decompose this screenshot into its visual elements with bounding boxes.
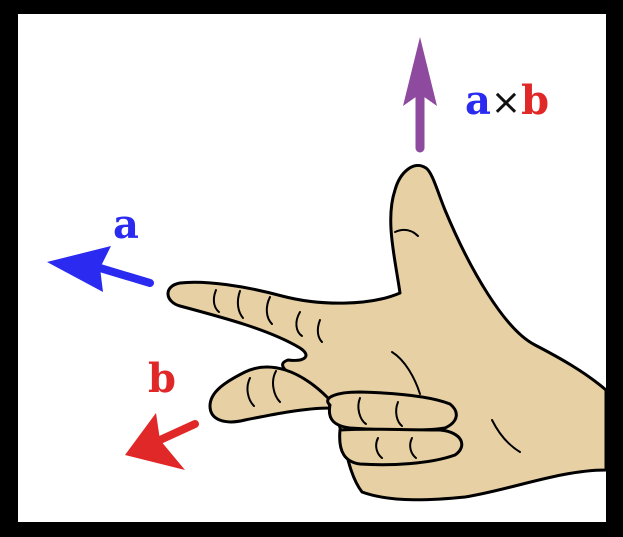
arrow-b-icon — [125, 413, 199, 470]
hand-crease-lines — [212, 228, 521, 459]
label-cross-product: a×b — [465, 77, 549, 124]
hand-palm — [166, 164, 608, 502]
label-vector-a: a — [113, 201, 139, 248]
label-cross-a: a — [465, 77, 491, 124]
label-cross-symbol: × — [491, 82, 521, 123]
arrow-a-icon — [47, 246, 154, 292]
hand-pinky-finger — [338, 427, 464, 467]
label-cross-b: b — [521, 77, 549, 124]
hand-icon — [166, 164, 608, 502]
arrow-cross-product-icon — [403, 37, 437, 153]
label-vector-b: b — [148, 355, 176, 402]
hand-middle-finger — [208, 365, 332, 424]
